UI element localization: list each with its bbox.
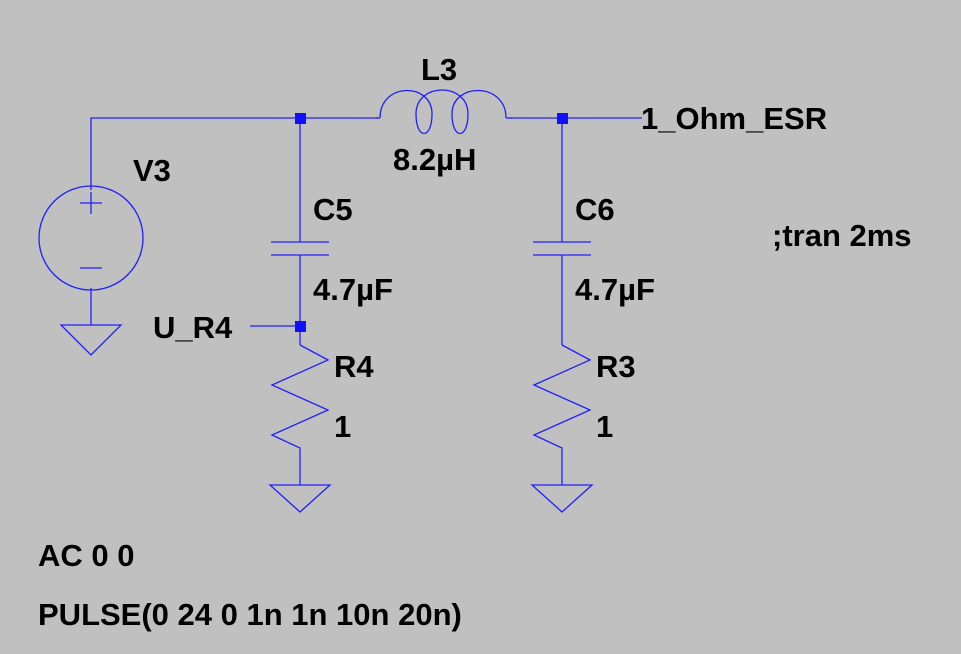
ground-r4[interactable] [268,484,332,513]
label-c6-value: 4.7µF [575,272,655,307]
inductor-l3[interactable] [376,89,512,134]
label-v3-pulse: PULSE(0 24 0 1n 1n 10n 20n) [38,597,462,632]
junction-u-r4 [295,321,306,332]
label-c6-name: C6 [575,192,615,227]
label-v3-ac: AC 0 0 [38,538,134,573]
wires [90,117,642,345]
label-v3-name: V3 [133,153,171,188]
label-r3-name: R3 [596,349,636,384]
label-r4-value: 1 [334,409,351,444]
resistor-r4[interactable] [270,344,330,485]
junction-top-left [295,113,306,124]
wire-v3-top[interactable] [90,117,378,190]
label-r4-name: R4 [334,349,374,384]
ground-v3[interactable] [59,324,123,356]
junction-top-right [557,113,568,124]
capacitor-c6[interactable] [533,241,591,256]
capacitor-c5[interactable] [271,241,329,256]
ground-r3[interactable] [530,484,594,513]
label-l3-value: 8.2µH [393,142,476,177]
net-label-output[interactable]: 1_Ohm_ESR [641,101,827,136]
net-label-u-r4[interactable]: U_R4 [153,310,233,345]
spice-directive[interactable]: ;tran 2ms [772,218,912,253]
label-c5-value: 4.7µF [313,272,393,307]
label-r3-value: 1 [596,409,613,444]
label-l3-name: L3 [421,52,457,87]
resistor-r3[interactable] [532,344,592,485]
label-c5-name: C5 [313,192,353,227]
voltage-source-v3[interactable] [38,185,144,291]
